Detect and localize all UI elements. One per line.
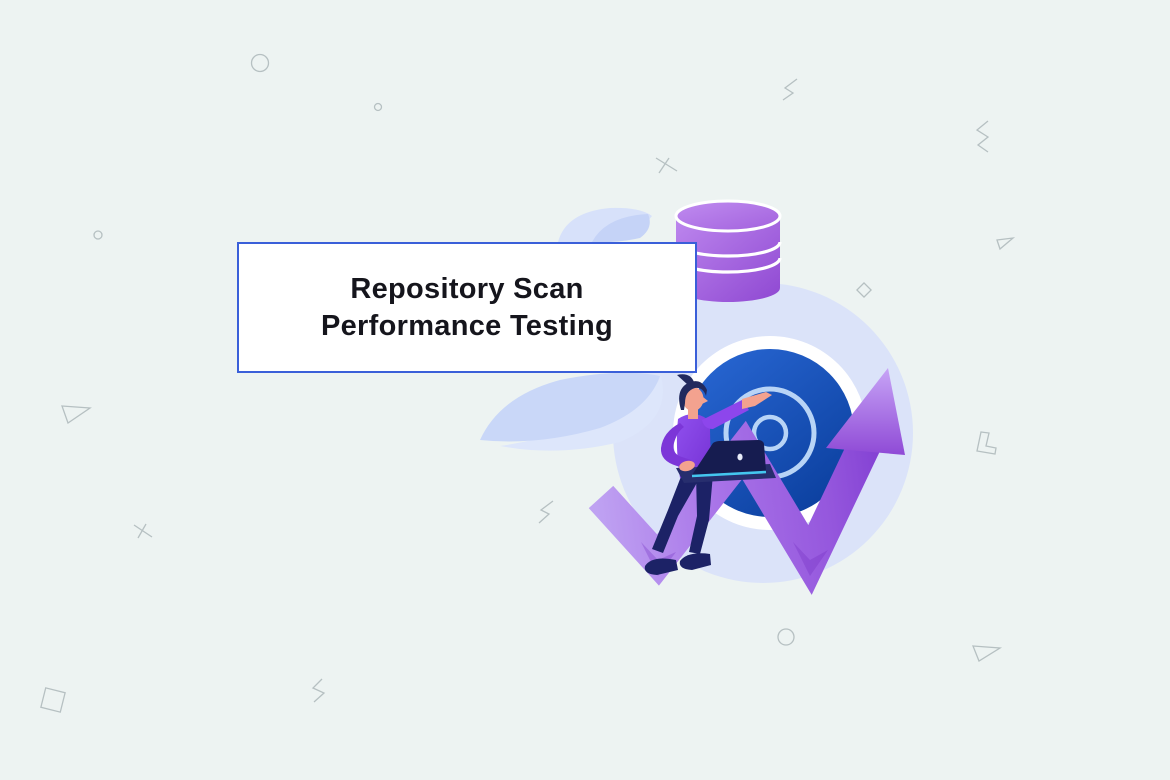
title-line-1: Repository Scan <box>350 272 584 305</box>
person-left-shoe <box>644 558 678 575</box>
person-left-leg <box>652 474 702 553</box>
illustration <box>480 199 913 595</box>
person-left-arm <box>660 423 691 469</box>
laptop-lid <box>692 440 766 475</box>
person-right-shoe <box>679 553 711 570</box>
lightning-bottom-left-icon <box>311 678 326 703</box>
squiggle-top-right-icon <box>782 78 798 101</box>
x-mark-left-lower-icon <box>133 523 153 539</box>
diamond-small-right-icon <box>856 282 872 298</box>
square-outline-bottom-left-icon <box>40 687 66 713</box>
title-line-2: Performance Testing <box>320 309 614 342</box>
growth-arrow-fold-2 <box>793 542 828 576</box>
database-top <box>674 199 782 233</box>
person-head <box>682 387 704 411</box>
triangle-outline-left-middle-icon <box>61 405 92 425</box>
person-hair <box>679 381 707 410</box>
person-hand-on-laptop <box>679 460 695 472</box>
database-body <box>676 216 780 302</box>
person-right-leg <box>689 474 713 554</box>
target-ring-inner <box>751 414 789 452</box>
laptop-logo-dot <box>737 453 743 461</box>
lightning-right-upper-icon <box>975 120 990 153</box>
triangle-outline-right-upper-icon <box>996 237 1016 251</box>
squiggle-center-icon <box>538 500 554 524</box>
title-card: Repository Scan Performance Testing <box>237 242 697 373</box>
circle-outline-top-left-icon <box>250 53 270 73</box>
l-shape-right-middle-icon <box>976 431 997 455</box>
leaf-bottom-dark <box>480 372 660 442</box>
laptop-edge-cyan <box>691 470 767 478</box>
circle-outline-bottom-center-icon <box>777 628 795 646</box>
leaf-bottom-light <box>500 376 663 451</box>
person-hair-quiff <box>677 374 694 385</box>
dot-circle-left-icon <box>93 230 103 240</box>
person-with-laptop <box>644 374 776 575</box>
leaf-accents <box>480 207 663 451</box>
person-neck <box>688 407 698 419</box>
triangle-outline-bottom-right-icon <box>972 645 1003 662</box>
growth-arrow-head <box>826 368 905 455</box>
person-nose <box>702 397 708 404</box>
person-pointing-arm <box>702 400 749 429</box>
x-mark-top-center-icon <box>655 157 678 174</box>
dot-circle-top-icon <box>373 102 383 112</box>
leaf-top-dark <box>592 214 650 243</box>
person-pointing-hand <box>742 392 772 409</box>
